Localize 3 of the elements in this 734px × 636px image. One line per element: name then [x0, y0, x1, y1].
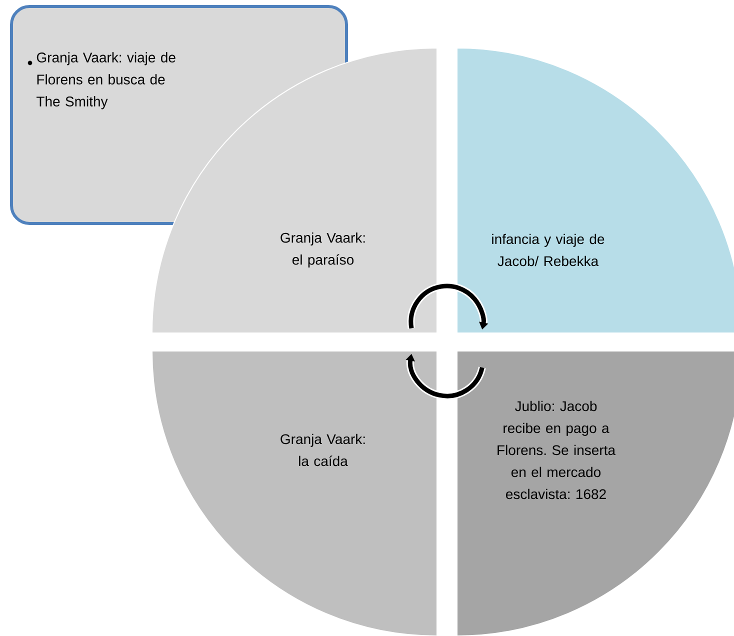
quadrant-sector: Jublio: Jacob recibe en pago a Florens. Se inserta en el mercado esclavista: 1682 [456, 350, 734, 636]
quadrant-sector: infancia y viaje de Jacob/ Rebekka [456, 47, 734, 334]
quadrant-sector: Granja Vaark: la caída [152, 350, 438, 636]
